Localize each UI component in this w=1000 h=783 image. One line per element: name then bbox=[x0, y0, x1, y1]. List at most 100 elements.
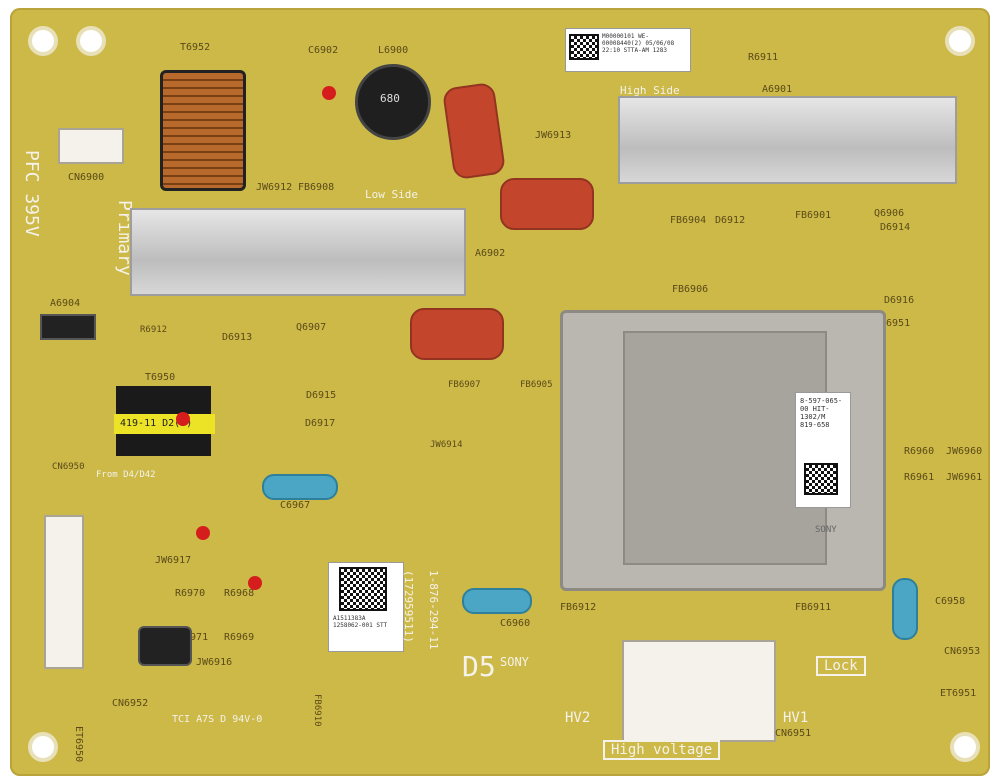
ref-d6917: D6917 bbox=[305, 418, 336, 429]
red-marker bbox=[176, 412, 190, 426]
ref-cn6953: CN6953 bbox=[944, 646, 981, 657]
ref-fb6912: FB6912 bbox=[560, 602, 597, 613]
inductor-l6900 bbox=[355, 64, 431, 140]
mid-sticker: A1511383A 1258062-001 STT bbox=[328, 562, 404, 652]
part-number: 1-876-294-11 bbox=[427, 570, 440, 650]
ref-c6902: C6902 bbox=[308, 45, 339, 56]
ref-et6951: ET6951 bbox=[940, 688, 977, 699]
mounting-hole bbox=[76, 26, 106, 56]
sony-label: SONY bbox=[500, 655, 529, 669]
ref-c6960: C6960 bbox=[500, 618, 531, 629]
ref-cn6950: CN6950 bbox=[52, 462, 85, 472]
mounting-hole bbox=[28, 26, 58, 56]
connector-cn6950 bbox=[44, 515, 84, 669]
qr-code bbox=[339, 567, 387, 611]
hv1-label: HV1 bbox=[783, 710, 809, 726]
ref-jw6916: JW6916 bbox=[196, 657, 233, 668]
red-marker bbox=[248, 576, 262, 590]
lock-label: Lock bbox=[816, 656, 866, 676]
ref-d6913: D6913 bbox=[222, 332, 253, 343]
ref-fb6901: FB6901 bbox=[795, 210, 832, 221]
ref-c6958: C6958 bbox=[935, 596, 966, 607]
from-label: From D4/D42 bbox=[96, 470, 156, 480]
t6950-band: 419-11 D2(5) bbox=[114, 414, 215, 434]
heatsink-high-side bbox=[618, 96, 957, 184]
ref-q6907: Q6907 bbox=[296, 322, 327, 333]
ref-t6952: T6952 bbox=[180, 42, 211, 53]
transformer-t6952 bbox=[160, 70, 246, 191]
ref-jw6961: JW6961 bbox=[946, 472, 983, 483]
ref-fb6911: FB6911 bbox=[795, 602, 832, 613]
mounting-hole bbox=[945, 26, 975, 56]
ref-fb6908: FB6908 bbox=[298, 182, 335, 193]
ref-d6914: D6914 bbox=[880, 222, 911, 233]
pfc-label: PFC 395V bbox=[21, 150, 42, 237]
hv2-label: HV2 bbox=[565, 710, 591, 726]
transformer-sticker: 8-597-065-00 HIT-1302/M 819-658 bbox=[795, 392, 851, 508]
ref-l6900: L6900 bbox=[378, 45, 409, 56]
mid-sticker-text: A1511383A 1258062-001 STT bbox=[333, 615, 388, 629]
ref-jw6914: JW6914 bbox=[430, 440, 463, 450]
red-marker bbox=[322, 86, 336, 100]
ref-jw6912: JW6912 bbox=[256, 182, 293, 193]
qr-code bbox=[569, 34, 599, 60]
ref-jw6960: JW6960 bbox=[946, 446, 983, 457]
ref-c6967: C6967 bbox=[280, 500, 311, 511]
transformer-core bbox=[623, 331, 827, 565]
ref-jw6917: JW6917 bbox=[155, 555, 192, 566]
ref-fb6905: FB6905 bbox=[520, 380, 553, 390]
ref-t6950: T6950 bbox=[145, 372, 176, 383]
ref-r6961: R6961 bbox=[904, 472, 935, 483]
ref-cn6900: CN6900 bbox=[68, 172, 105, 183]
connector-cn6951 bbox=[622, 640, 776, 742]
ref-r6969: R6969 bbox=[224, 632, 255, 643]
top-sticker-text: M00000101 WE-00008440(2) 05/06/08 22:10 … bbox=[602, 33, 675, 54]
sony-transformer-mark: SONY bbox=[815, 525, 837, 535]
ref-fb6907: FB6907 bbox=[448, 380, 481, 390]
ref-q6906: Q6906 bbox=[874, 208, 905, 219]
heatsink-low-side bbox=[130, 208, 466, 296]
film-capacitor bbox=[500, 178, 594, 230]
film-capacitor bbox=[410, 308, 504, 360]
ref-a6904: A6904 bbox=[50, 298, 81, 309]
ref-fb6906: FB6906 bbox=[672, 284, 709, 295]
ref-fb6904: FB6904 bbox=[670, 215, 707, 226]
part-number-2: (172959511) bbox=[402, 570, 415, 643]
ref-r6968: R6968 bbox=[224, 588, 255, 599]
mounting-hole bbox=[28, 732, 58, 762]
top-sticker: M00000101 WE-00008440(2) 05/06/08 22:10 … bbox=[565, 28, 691, 72]
ref-r6960: R6960 bbox=[904, 446, 935, 457]
ref-cn6952: CN6952 bbox=[112, 698, 149, 709]
ref-t6951: T6951 bbox=[880, 318, 911, 329]
red-marker bbox=[196, 526, 210, 540]
mounting-hole bbox=[950, 732, 980, 762]
ref-r6971: R6971 bbox=[178, 632, 209, 643]
connector-cn6900 bbox=[58, 128, 124, 164]
capacitor-c6958 bbox=[892, 578, 918, 640]
capacitor-c6967 bbox=[262, 474, 338, 500]
qr-code bbox=[804, 463, 838, 495]
inductor-value: 680 bbox=[380, 92, 400, 105]
high-voltage-label: High voltage bbox=[603, 740, 721, 760]
ref-r6970: R6970 bbox=[175, 588, 206, 599]
capacitor-c6960 bbox=[462, 588, 532, 614]
ref-d6916: D6916 bbox=[884, 295, 915, 306]
high-side-label: High Side bbox=[620, 84, 680, 97]
ref-r6911: R6911 bbox=[748, 52, 779, 63]
transformer-sticker-text: 8-597-065-00 HIT-1302/M 819-658 bbox=[800, 397, 843, 429]
ref-jw6913: JW6913 bbox=[535, 130, 572, 141]
ref-cn6951: CN6951 bbox=[775, 728, 812, 739]
board-marking: TCI A7S D 94V-0 bbox=[172, 714, 263, 725]
d5-label: D5 bbox=[462, 650, 496, 683]
ref-a6902: A6902 bbox=[475, 248, 506, 259]
ref-d6912: D6912 bbox=[715, 215, 746, 226]
ref-d6915: D6915 bbox=[306, 390, 337, 401]
ref-fb6910: FB6910 bbox=[312, 694, 322, 727]
electrolytic-capacitor bbox=[138, 626, 192, 666]
low-side-label: Low Side bbox=[365, 188, 418, 201]
component-a6904 bbox=[40, 314, 96, 340]
ref-a6901: A6901 bbox=[762, 84, 793, 95]
ref-et6950: ET6950 bbox=[73, 726, 84, 763]
ref-r6912: R6912 bbox=[140, 325, 168, 335]
